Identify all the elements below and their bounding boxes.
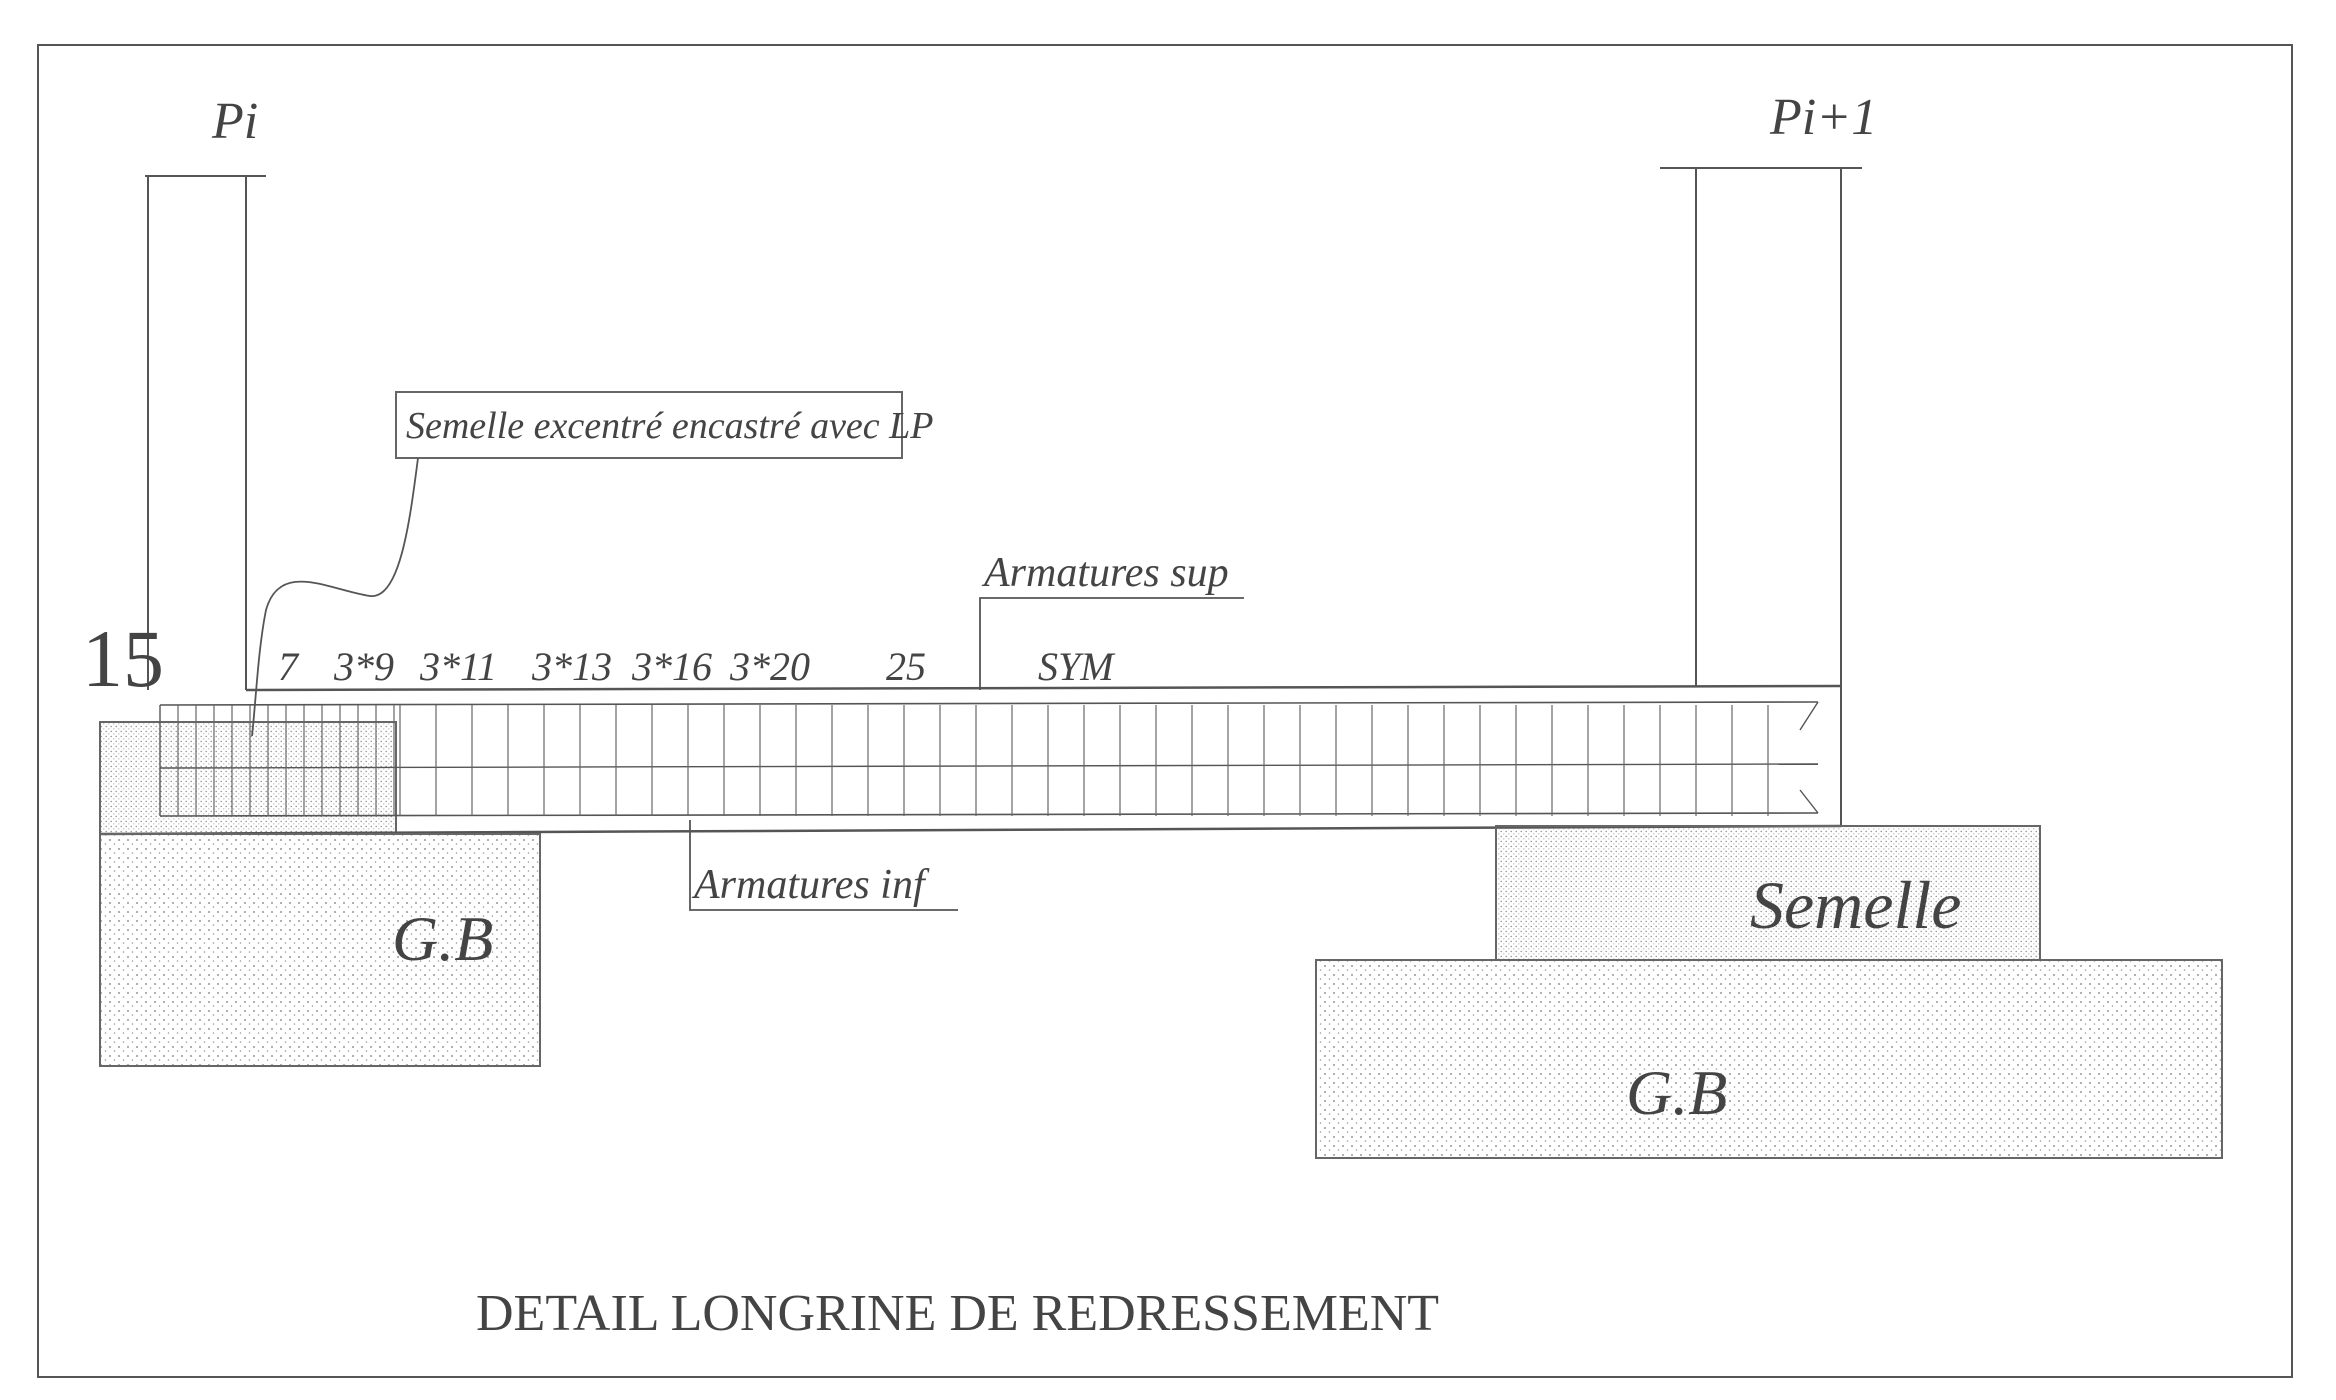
lean-concrete-right: [1315, 959, 2223, 1159]
footing-note: Semelle excentré encastré avec LP: [406, 405, 934, 447]
spacing-label: 3*9: [333, 644, 394, 689]
column-right: [1660, 167, 1862, 826]
spacing-label: 3*11: [419, 644, 497, 689]
beam-longrine: [99, 684, 1842, 836]
spacing-label: 7: [278, 644, 300, 689]
top-rebar-label: Armatures sup: [981, 550, 1229, 596]
footing-right-label: Semelle: [1750, 867, 1961, 943]
footing-right: [1495, 825, 2041, 961]
footing-note-leader: [251, 457, 419, 737]
column-right-label: Pi+1: [1769, 89, 1877, 146]
bottom-rebar-leader: [689, 820, 958, 911]
lean-concrete-left: [99, 833, 541, 1067]
lean-concrete-left-label: G.B: [392, 903, 493, 974]
dimension-value: 15: [82, 613, 164, 704]
footing-note-box: [395, 391, 903, 459]
spacing-label: 25: [886, 644, 926, 689]
spacing-label: 3*13: [531, 644, 612, 689]
top-rebar-leader: [979, 597, 1244, 690]
drawing-title: DETAIL LONGRINE DE REDRESSEMENT: [476, 1285, 1439, 1342]
spacing-label: 3*16: [631, 644, 712, 689]
spacing-label: 3*20: [729, 644, 810, 689]
lean-concrete-right-label: G.B: [1626, 1057, 1727, 1128]
spacing-labels: 7 3*9 3*11 3*13 3*16 3*20 25 SYM: [278, 644, 1116, 689]
spacing-label: SYM: [1038, 644, 1116, 689]
column-left-label: Pi: [211, 93, 258, 150]
footing-left: [99, 721, 397, 835]
stirrups: [177, 705, 1769, 816]
bottom-rebar-label: Armatures inf: [691, 862, 930, 908]
column-left: [145, 175, 266, 690]
drawing-frame: [37, 44, 2293, 1378]
